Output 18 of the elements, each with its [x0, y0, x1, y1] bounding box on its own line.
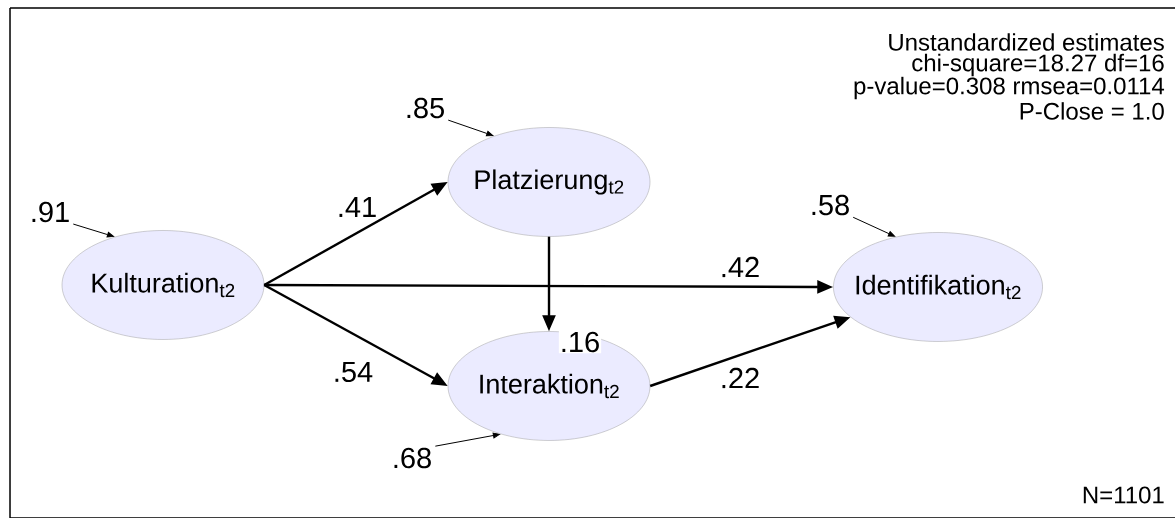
- edge-label: .16: [562, 331, 599, 353]
- edge-label: .22: [722, 367, 759, 389]
- arrow: [72, 223, 115, 238]
- fit-statistic: chi-square=18.27 df=16: [912, 53, 1164, 77]
- arrow: [434, 432, 500, 447]
- arrow: [447, 119, 494, 137]
- variance-value: .68: [394, 447, 431, 469]
- fit-statistic: P-Close = 1.0: [1020, 102, 1164, 120]
- fit-statistic: p-value=0.308 rmsea=0.0114: [854, 76, 1165, 100]
- variance-value: .85: [407, 97, 444, 119]
- fit-statistic: Unstandardized estimates: [889, 33, 1164, 51]
- edge-label: .41: [339, 197, 376, 217]
- variance-value: .58: [812, 194, 849, 216]
- arrow: [852, 216, 896, 237]
- edge-label: .54: [335, 361, 373, 383]
- fit-statistic: N=1101: [1083, 486, 1164, 504]
- variance-value: .91: [32, 201, 69, 223]
- edge-label: .42: [722, 256, 759, 278]
